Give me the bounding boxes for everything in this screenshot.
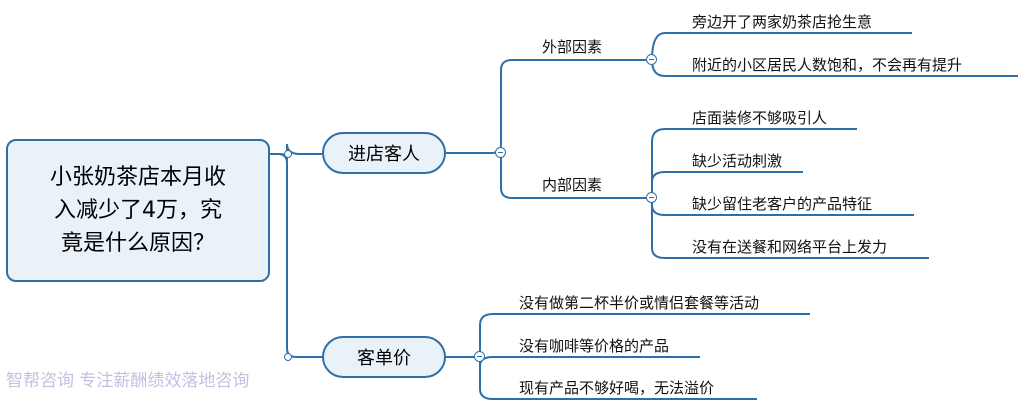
collapse-toggle-external[interactable] bbox=[646, 54, 657, 65]
collapse-toggle-internal[interactable] bbox=[646, 192, 657, 203]
connector-branch2-2 bbox=[479, 356, 700, 367]
connector-branch1-trunk bbox=[446, 59, 646, 154]
branch-store-visitors-label: 进店客人 bbox=[348, 144, 420, 165]
leaf-internal-4[interactable]: 没有在送餐和网络平台上发力 bbox=[692, 238, 888, 256]
root-topic[interactable]: 小张奶茶店本月收 入减少了4万，究 竟是什么原因？ bbox=[6, 139, 270, 282]
leaf-external-2[interactable]: 附近的小区居民人数饱和，不会再有提升 bbox=[692, 56, 963, 74]
subgroup-internal[interactable]: 内部因素 bbox=[542, 176, 603, 194]
branch2-connector-dot bbox=[284, 353, 292, 361]
connector-root-trunk bbox=[277, 153, 322, 358]
leaf-internal-3[interactable]: 缺少留住老客户的产品特征 bbox=[692, 195, 873, 213]
leaf-spend-2[interactable]: 没有咖啡等价格的产品 bbox=[519, 337, 670, 355]
collapse-toggle-branch2[interactable] bbox=[474, 351, 485, 362]
leaf-internal-2[interactable]: 缺少活动刺激 bbox=[692, 152, 783, 170]
subgroup-external[interactable]: 外部因素 bbox=[542, 38, 603, 56]
connector-internal-1 bbox=[651, 128, 857, 198]
branch-average-spend-label: 客单价 bbox=[357, 348, 411, 369]
leaf-external-1[interactable]: 旁边开了两家奶茶店抢生意 bbox=[692, 13, 873, 31]
root-topic-line1: 小张奶茶店本月收 bbox=[49, 165, 226, 190]
branch-average-spend[interactable]: 客单价 bbox=[322, 336, 446, 378]
connector-internal-2 bbox=[651, 171, 803, 198]
connector-internal-4 bbox=[651, 198, 929, 259]
branch-store-visitors[interactable]: 进店客人 bbox=[322, 132, 446, 174]
leaf-spend-1[interactable]: 没有做第二杯半价或情侣套餐等活动 bbox=[519, 294, 760, 312]
collapse-toggle-branch1[interactable] bbox=[495, 147, 506, 158]
connector-branch2-1 bbox=[479, 313, 810, 357]
connector-root-to-branch1 bbox=[270, 143, 322, 162]
connector-branch2-3 bbox=[479, 357, 757, 400]
leaf-internal-1[interactable]: 店面装修不够吸引人 bbox=[692, 109, 828, 127]
root-topic-line2: 入减少了4万，究 bbox=[53, 198, 222, 223]
watermark-text: 智帮咨询 专注薪酬绩效落地咨询 bbox=[6, 371, 250, 391]
leaf-spend-3[interactable]: 现有产品不够好喝，无法溢价 bbox=[519, 379, 715, 397]
connector-branch1-lower bbox=[500, 153, 646, 199]
root-topic-line3: 竟是什么原因？ bbox=[60, 231, 215, 256]
branch1-connector-dot bbox=[284, 150, 292, 158]
